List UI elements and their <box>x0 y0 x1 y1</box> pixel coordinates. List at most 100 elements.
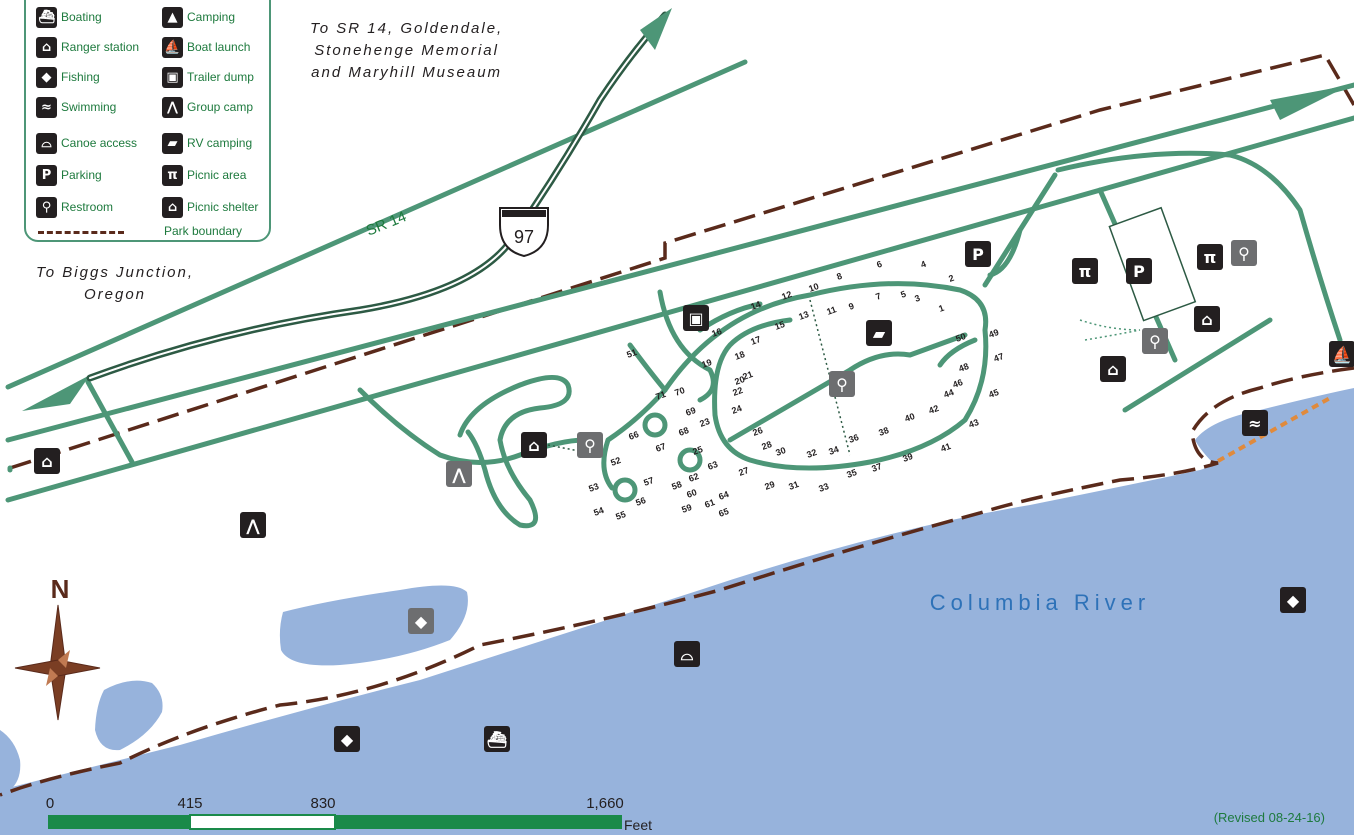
scale-unit: Feet <box>624 817 652 833</box>
destination-west-line-1: To Biggs Junction, <box>36 264 195 281</box>
campsite-1: 1 <box>937 303 945 314</box>
campsite-29: 29 <box>763 479 776 492</box>
campsite-15: 15 <box>773 319 786 332</box>
parking-lot <box>1108 206 1197 322</box>
campsite-49: 49 <box>987 327 1000 340</box>
group-camp-icon: ⋀ <box>162 96 183 118</box>
map-legend: ⛴Boating▲Camping⌂Ranger station⛵Boat lau… <box>24 0 271 242</box>
scale-bar: 0 415 830 1,660 Feet <box>46 795 652 833</box>
campsite-8: 8 <box>835 271 843 282</box>
north-label: N <box>51 574 70 604</box>
legend-item-picnic-shelter: ⌂Picnic shelter <box>162 196 258 218</box>
campsite-41: 41 <box>939 441 952 454</box>
campsite-44: 44 <box>942 387 955 400</box>
interstate-label: 97 <box>514 227 534 247</box>
restroom-icon: ⚲ <box>829 371 855 397</box>
campsite-numbers: 1234567891011121314151617181920212223242… <box>587 259 1005 522</box>
swimmer-icon: ≈ <box>36 96 57 118</box>
campsite-64: 64 <box>717 489 730 502</box>
restroom-icon: ⚲ <box>577 432 603 458</box>
legend-label: Picnic area <box>187 168 247 182</box>
picnic-table-icon: π <box>1072 258 1098 284</box>
campsite-22: 22 <box>731 385 744 398</box>
campsite-52: 52 <box>609 455 622 468</box>
park-boundary-swatch <box>38 231 124 234</box>
campsite-13: 13 <box>797 309 810 322</box>
campsite-43: 43 <box>967 417 980 430</box>
svg-text:⚲: ⚲ <box>836 375 848 394</box>
trail <box>1079 319 1141 341</box>
legend-item-group-camp: ⋀ Group camp <box>162 96 253 118</box>
canoe-icon: ⌓ <box>674 641 700 667</box>
campsite-28: 28 <box>760 439 773 452</box>
columbia-river <box>0 388 1354 835</box>
campsite-67: 67 <box>654 441 667 454</box>
legend-item-fish: ◆Fishing <box>36 66 100 88</box>
campsite-47: 47 <box>992 351 1005 364</box>
campsite-6: 6 <box>875 259 883 270</box>
svg-text:⚲: ⚲ <box>584 436 596 455</box>
campsite-4: 4 <box>919 259 927 270</box>
campsite-56: 56 <box>634 495 647 508</box>
sr14-label: SR 14 <box>364 208 409 239</box>
campsite-27: 27 <box>737 465 750 478</box>
legend-item-boat-launch: ⛵Boat launch <box>162 36 250 58</box>
picnic-shelter-icon: ⌂ <box>521 432 547 458</box>
legend-label: Group camp <box>187 100 254 114</box>
legend-item-boat: ⛴Boating <box>36 6 102 28</box>
destination-north-line-2: Stonehenge Memorial <box>314 42 499 59</box>
parking-icon: P <box>36 164 57 186</box>
legend-item-rv: ▰RV camping <box>162 132 252 154</box>
legend-label: RV camping <box>187 136 253 150</box>
canoe-icon: ⌓ <box>36 132 57 154</box>
campsite-51: 51 <box>625 347 638 360</box>
campsite-50: 50 <box>954 331 967 344</box>
interstate-shield: 97 <box>499 207 549 258</box>
svg-text:◆: ◆ <box>341 730 354 749</box>
campsite-34: 34 <box>827 444 840 457</box>
interstate-97 <box>86 8 672 382</box>
campsite-63: 63 <box>706 459 719 472</box>
fish-icon: ◆ <box>36 66 57 88</box>
campsite-60: 60 <box>685 487 698 500</box>
house-icon: ⌂ <box>36 36 57 58</box>
campsite-46: 46 <box>951 377 964 390</box>
campsite-55: 55 <box>614 509 627 522</box>
parking-icon: P <box>965 241 991 267</box>
campsite-2: 2 <box>947 273 955 284</box>
campsite-58: 58 <box>670 479 683 492</box>
campsite-9: 9 <box>847 301 855 312</box>
campsite-5: 5 <box>899 289 907 300</box>
svg-text:⋀: ⋀ <box>452 465 466 484</box>
campsite-61: 61 <box>703 497 716 510</box>
campsite-31: 31 <box>787 479 800 492</box>
campsite-45: 45 <box>987 387 1000 400</box>
revised-date: (Revised 08-24-16) <box>1214 810 1325 825</box>
restroom-icon: ⚲ <box>1231 240 1257 266</box>
svg-text:⌂: ⌂ <box>41 452 52 471</box>
destination-west-line-2: Oregon <box>83 286 147 303</box>
campsite-70: 70 <box>673 385 686 398</box>
legend-label: Trailer dump <box>187 70 254 84</box>
campsite-18: 18 <box>733 349 746 362</box>
legend-label: Boating <box>61 10 102 24</box>
campsite-54: 54 <box>592 505 605 518</box>
legend-label: Picnic shelter <box>187 200 259 214</box>
legend-item-restroom: ⚲Restroom <box>36 196 113 218</box>
legend-item-trailer-dump: ▣Trailer dump <box>162 66 254 88</box>
house-icon: ⌂ <box>34 448 60 474</box>
picnic-shelter-icon: ⌂ <box>1100 356 1126 382</box>
campsite-33: 33 <box>817 481 830 494</box>
legend-label: Ranger station <box>61 40 140 54</box>
picnic-table-icon: π <box>162 164 183 186</box>
destination-north-line-3: and Maryhill Museaum <box>311 64 503 81</box>
svg-text:⌂: ⌂ <box>528 436 539 455</box>
campsite-24: 24 <box>730 403 743 416</box>
pond-west <box>95 680 163 751</box>
compass-rose: N <box>14 574 101 721</box>
svg-text:⋀: ⋀ <box>246 516 260 535</box>
boat-launch-icon: ⛵ <box>162 36 183 58</box>
campsite-7: 7 <box>874 291 882 302</box>
